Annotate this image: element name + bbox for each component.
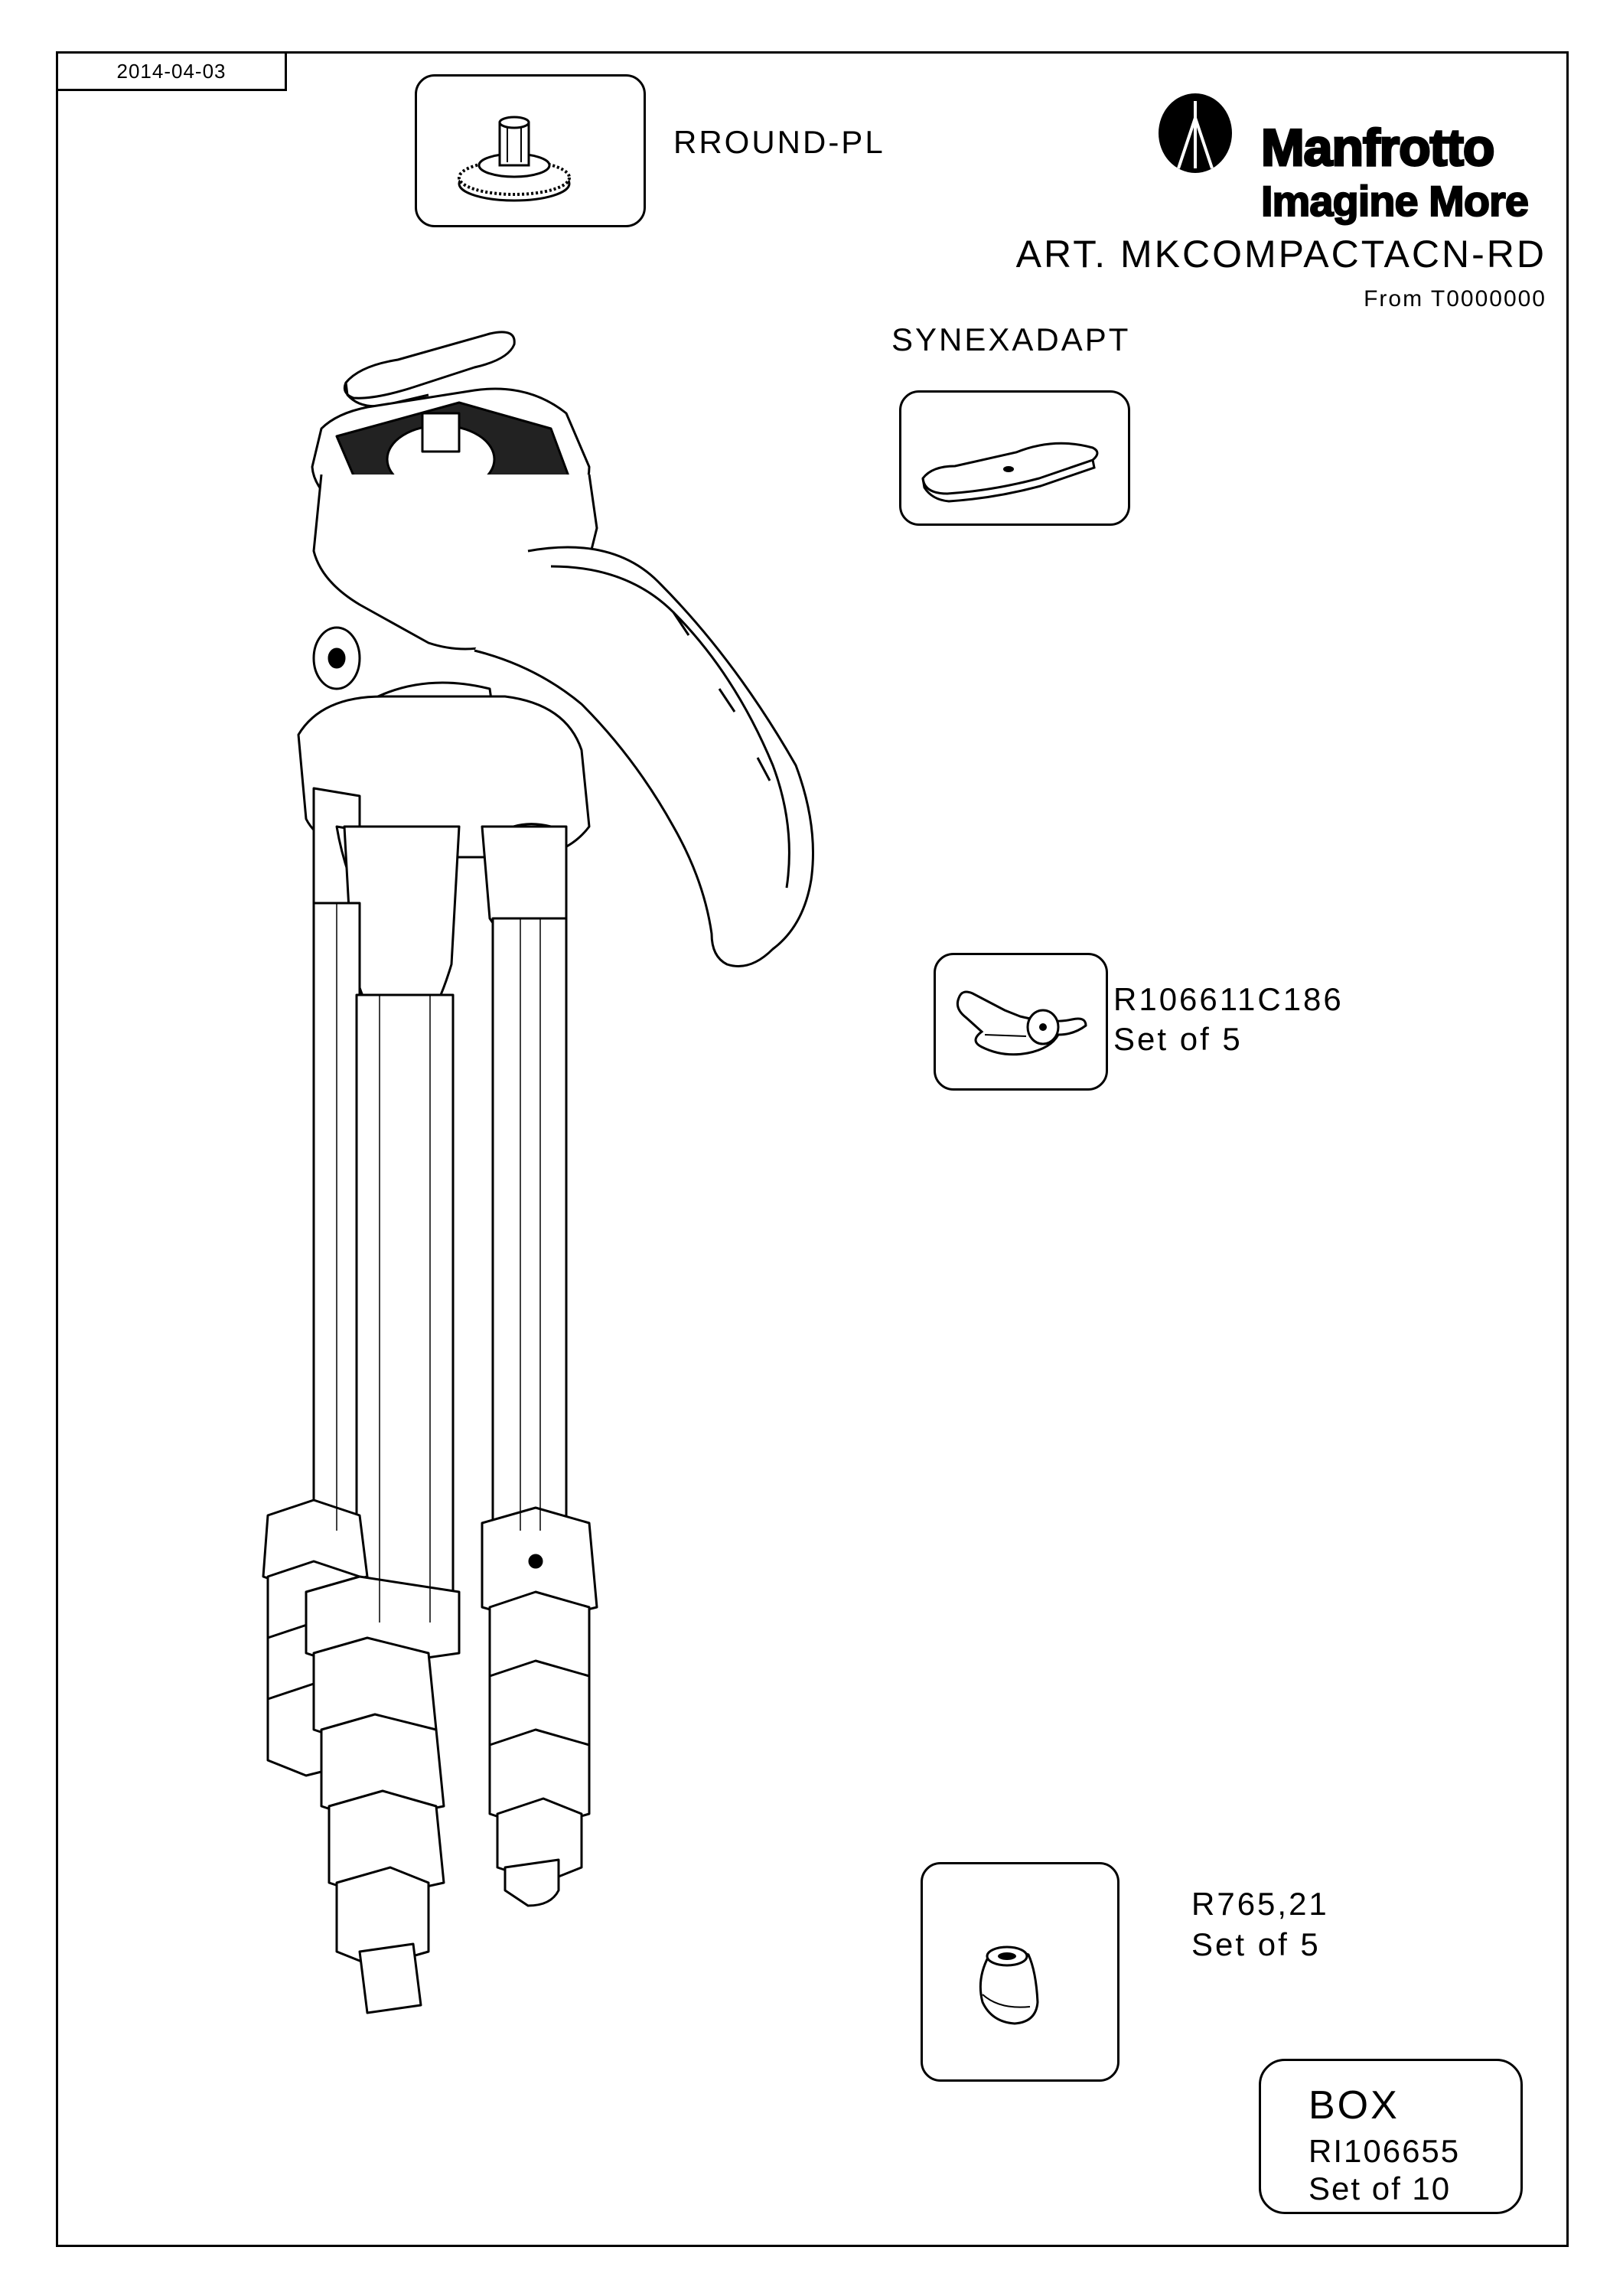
date-text: 2014-04-03 bbox=[116, 59, 227, 83]
part-qty-r106611c186: Set of 5 bbox=[1113, 1021, 1243, 1057]
article-code: ART. MKCOMPACTACN-RD bbox=[1015, 233, 1546, 276]
synexadapt-plate-icon bbox=[921, 442, 1099, 503]
part-code-synexadapt: SYNEXADAPT bbox=[891, 321, 1131, 357]
article-from: From T0000000 bbox=[1364, 286, 1546, 311]
part-code-r765-21: R765,21 bbox=[1191, 1886, 1329, 1922]
brand-name: Manfrotto bbox=[1260, 118, 1495, 178]
r106611-knob-icon bbox=[956, 990, 1087, 1056]
manfrotto-logo-icon bbox=[1159, 93, 1232, 173]
part-box-synexadapt bbox=[899, 390, 1130, 526]
box-qty: Set of 10 bbox=[1309, 2170, 1452, 2206]
brand-block: Manfrotto Imagine More bbox=[1157, 90, 1555, 226]
part-box-rround-pl bbox=[415, 74, 646, 227]
brand-tagline: Imagine More bbox=[1260, 176, 1530, 226]
box-info: BOX RI106655 Set of 10 bbox=[1259, 2059, 1523, 2214]
box-title: BOX bbox=[1309, 2083, 1400, 2128]
drawing-frame bbox=[56, 51, 1569, 2247]
part-box-r765-21 bbox=[921, 1862, 1119, 2082]
part-box-r106611c186 bbox=[934, 953, 1108, 1091]
r765-foot-icon bbox=[979, 1945, 1039, 2025]
part-code-rround-pl: RROUND-PL bbox=[673, 124, 885, 160]
rround-pl-part-icon bbox=[458, 116, 571, 202]
part-code-r106611c186: R106611C186 bbox=[1113, 981, 1344, 1017]
box-code: RI106655 bbox=[1309, 2133, 1461, 2169]
part-qty-r765-21: Set of 5 bbox=[1191, 1926, 1321, 1962]
date-box: 2014-04-03 bbox=[56, 51, 287, 91]
